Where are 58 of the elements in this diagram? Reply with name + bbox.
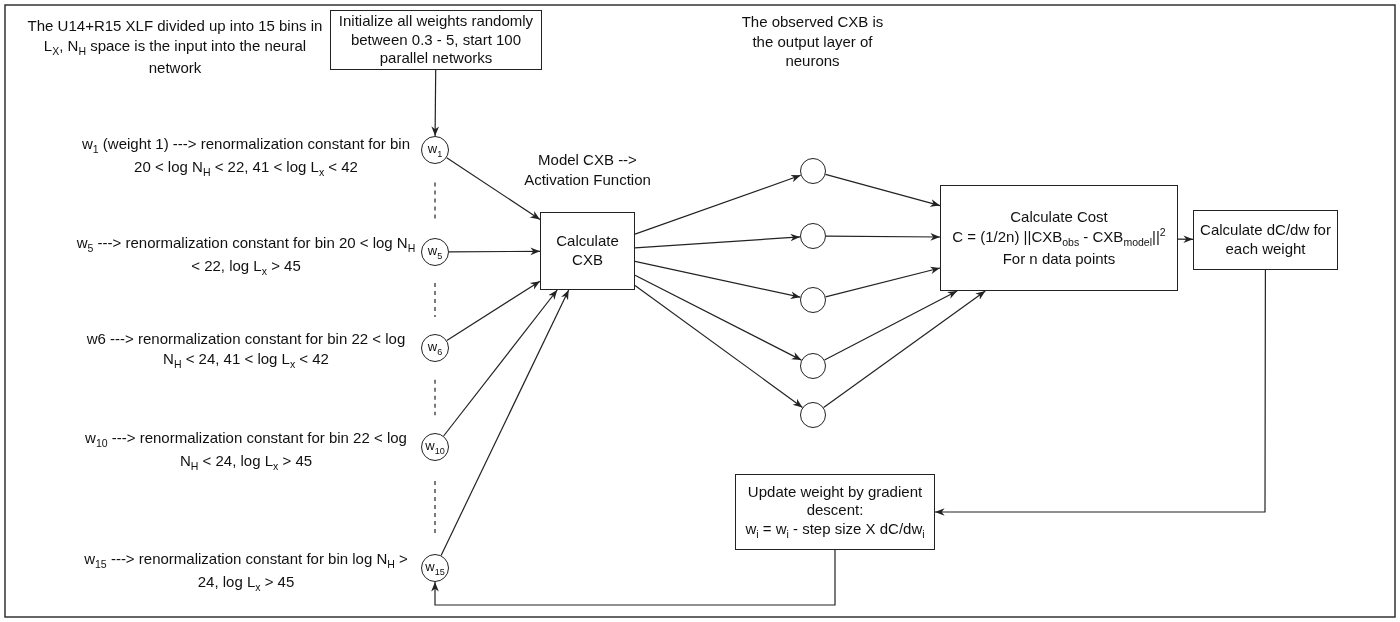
box-text: Update weight by gradient descent: — [746, 482, 924, 521]
process-box — [540, 212, 635, 290]
arrow — [634, 274, 802, 361]
dashed-line — [434, 379, 436, 416]
arrow — [825, 233, 941, 241]
arrow — [446, 280, 541, 342]
weight-label: w$_{6}$ — [427, 339, 443, 357]
arrow — [823, 290, 986, 408]
box-detail-text: For n data points — [1002, 249, 1116, 269]
box-text: Calculate dC/dw for each weight — [1199, 221, 1332, 259]
arrow — [443, 289, 558, 437]
process-box — [940, 185, 1178, 291]
arrow — [934, 269, 1266, 516]
arrow — [431, 549, 836, 606]
box-text: Calculate CXB — [555, 232, 620, 270]
dashed-line — [434, 480, 436, 535]
weight-circle — [421, 334, 449, 362]
box-detail-text: C = (1/2n) ||CXB$_{obs}$ - CXB$_{model}$||$^{2}$ — [952, 226, 1166, 250]
arrow — [448, 247, 541, 256]
note-text: The U14+R15 XLF divided up into 15 bins in L$_{X}$, N$_{H}$ space is the input into the neural network — [26, 16, 324, 78]
process-box — [1193, 210, 1338, 270]
arrow — [824, 173, 941, 207]
arrow — [446, 157, 541, 221]
arrow — [823, 290, 958, 361]
arrow — [634, 260, 801, 299]
description-text: w$_{1}$ (weight 1) ---> renormalization constant for bin 20 < log N$_{H}$ < 22, 41 < log L$_{x}$ < 42 — [80, 134, 412, 180]
arrow — [825, 266, 941, 298]
process-box — [735, 474, 935, 550]
neuron-circle — [800, 287, 826, 313]
box-text: Calculate Cost — [1010, 207, 1108, 227]
weight-circle — [421, 433, 449, 461]
arrow — [431, 69, 440, 137]
arrow — [634, 174, 802, 235]
neuron-circle — [800, 223, 826, 249]
box-detail-text: w$_{i}$ = w$_{i}$ - step size X dC/dw$_{i}$ — [745, 520, 925, 542]
dashed-line — [434, 282, 436, 318]
description-text: w$_{5}$ ---> renormalization constant for bin 20 < log N$_{H}$ < 22, log L$_{x}$ > 45 — [76, 233, 416, 279]
dashed-line — [434, 181, 436, 221]
neuron-circle — [800, 353, 826, 379]
weight-label: w$_{1}$ — [427, 141, 443, 159]
arrow — [634, 284, 804, 408]
box-text: Initialize all weights randomly between 0.3 - 5, start 100 parallel networks — [337, 11, 535, 69]
arrow — [440, 289, 570, 556]
weight-circle — [421, 238, 449, 266]
neuron-circle — [800, 402, 826, 428]
description-text: w$_{10}$ ---> renormalization constant for bin 22 < log N$_{H}$ < 24, log L$_{x}$ > 45 — [84, 428, 408, 474]
note-text: The observed CXB is the output layer of neurons — [740, 12, 885, 71]
weight-circle — [421, 554, 449, 582]
weight-label: w$_{15}$ — [425, 559, 445, 577]
weight-label: w$_{5}$ — [427, 243, 443, 261]
arrow — [1177, 235, 1194, 244]
weight-label: w$_{10}$ — [425, 438, 445, 456]
description-text: Model CXB --> Activation Function — [523, 150, 652, 189]
arrow — [634, 233, 801, 249]
description-text: w6 ---> renormalization constant for bin 22 < log N$_{H}$ < 24, 41 < log L$_{x}$ < 42 — [85, 329, 407, 372]
neuron-circle — [800, 158, 826, 184]
description-text: w$_{15}$ ---> renormalization constant for bin log N$_{H}$ > 24, log L$_{x}$ > 45 — [83, 549, 409, 595]
weight-circle — [421, 136, 449, 164]
